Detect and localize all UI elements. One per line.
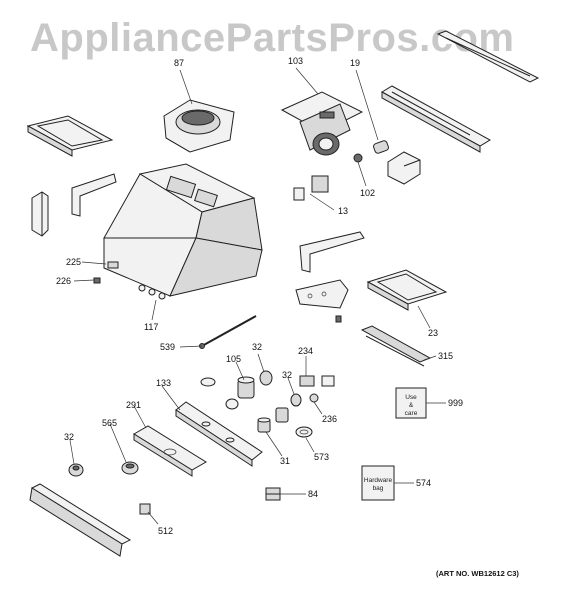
- part-right-bracket-a[interactable]: [299, 231, 365, 273]
- part-565-lamp[interactable]: [121, 461, 139, 475]
- part-84-connector[interactable]: [265, 487, 281, 501]
- part-236-knob[interactable]: [309, 393, 319, 403]
- label-225: 225: [66, 257, 81, 267]
- label-539: 539: [160, 342, 175, 352]
- label-32-c: 32: [64, 432, 74, 442]
- part-102-clip[interactable]: [353, 153, 363, 163]
- part-grommet-b[interactable]: [225, 398, 239, 410]
- label-19: 19: [350, 58, 360, 68]
- label-117: 117: [144, 322, 158, 332]
- leader-lines: [69, 67, 446, 525]
- part-234-switch[interactable]: [299, 375, 335, 387]
- label-999: 999: [448, 398, 463, 408]
- label-32-a: 32: [252, 342, 262, 352]
- use-care-line-1: Use: [405, 394, 417, 401]
- label-565: 565: [102, 418, 117, 428]
- label-234: 234: [298, 346, 313, 356]
- part-103-blower[interactable]: [280, 91, 364, 156]
- label-84: 84: [308, 489, 318, 499]
- label-226: 226: [56, 276, 71, 286]
- label-13: 13: [338, 206, 348, 216]
- part-screw[interactable]: [335, 315, 342, 323]
- part-junction-box[interactable]: [387, 151, 421, 185]
- part-hood-body[interactable]: [103, 163, 263, 300]
- part-left-bracket-a[interactable]: [31, 191, 49, 237]
- part-87-fan-motor[interactable]: [163, 99, 235, 153]
- label-103: 103: [288, 56, 303, 66]
- use-care-line-2: &: [409, 402, 414, 409]
- part-133-light-panel[interactable]: [175, 401, 263, 467]
- part-grommet-a[interactable]: [200, 377, 216, 387]
- part-32-lamp-a[interactable]: [259, 370, 273, 386]
- label-574: 574: [416, 478, 431, 488]
- label-133: 133: [156, 378, 171, 388]
- part-291-lens-tray[interactable]: [133, 425, 207, 477]
- part-13-bracket[interactable]: [293, 175, 329, 201]
- part-32-lamp-c[interactable]: [68, 463, 84, 477]
- label-291: 291: [126, 400, 141, 410]
- part-socket-c[interactable]: [275, 407, 289, 423]
- use-care-line-3: care: [405, 410, 418, 417]
- label-512: 512: [158, 526, 173, 536]
- part-left-bracket-b[interactable]: [71, 173, 117, 217]
- part-573-ring[interactable]: [295, 426, 313, 438]
- part-23-filter[interactable]: [366, 269, 448, 311]
- label-102: 102: [360, 188, 375, 198]
- label-31: 31: [280, 456, 290, 466]
- part-channel-rail[interactable]: [380, 85, 492, 153]
- label-573: 573: [314, 452, 329, 462]
- part-315-grease-rail[interactable]: [360, 325, 432, 367]
- part-539-light-rod[interactable]: [199, 315, 257, 349]
- label-23: 23: [428, 328, 438, 338]
- label-105: 105: [226, 354, 241, 364]
- art-number: (ART NO. WB12612 C3): [436, 569, 519, 578]
- hardware-bag-line-2: bag: [373, 485, 384, 492]
- part-105-lamp-socket[interactable]: [237, 376, 255, 399]
- part-right-bracket-b[interactable]: [295, 279, 349, 309]
- label-87: 87: [174, 58, 184, 68]
- part-19-capacitor[interactable]: [373, 140, 390, 154]
- part-front-trim[interactable]: [29, 483, 132, 557]
- part-999-use-and-care[interactable]: Use & care: [395, 387, 427, 419]
- label-236: 236: [322, 414, 337, 424]
- part-top-left-filter[interactable]: [26, 115, 114, 157]
- part-top-rail[interactable]: [436, 30, 540, 83]
- part-31-lamp-holder[interactable]: [257, 417, 271, 433]
- part-32-lamp-b[interactable]: [290, 393, 302, 407]
- part-226-light-socket[interactable]: [93, 277, 101, 284]
- part-574-hardware-bag[interactable]: Hardware bag: [361, 465, 395, 501]
- label-32-b: 32: [282, 370, 292, 380]
- label-315: 315: [438, 351, 453, 361]
- part-512-screw[interactable]: [139, 503, 151, 515]
- watermark-text: AppliancePartsPros.com: [30, 16, 515, 60]
- hardware-bag-line-1: Hardware: [364, 477, 393, 484]
